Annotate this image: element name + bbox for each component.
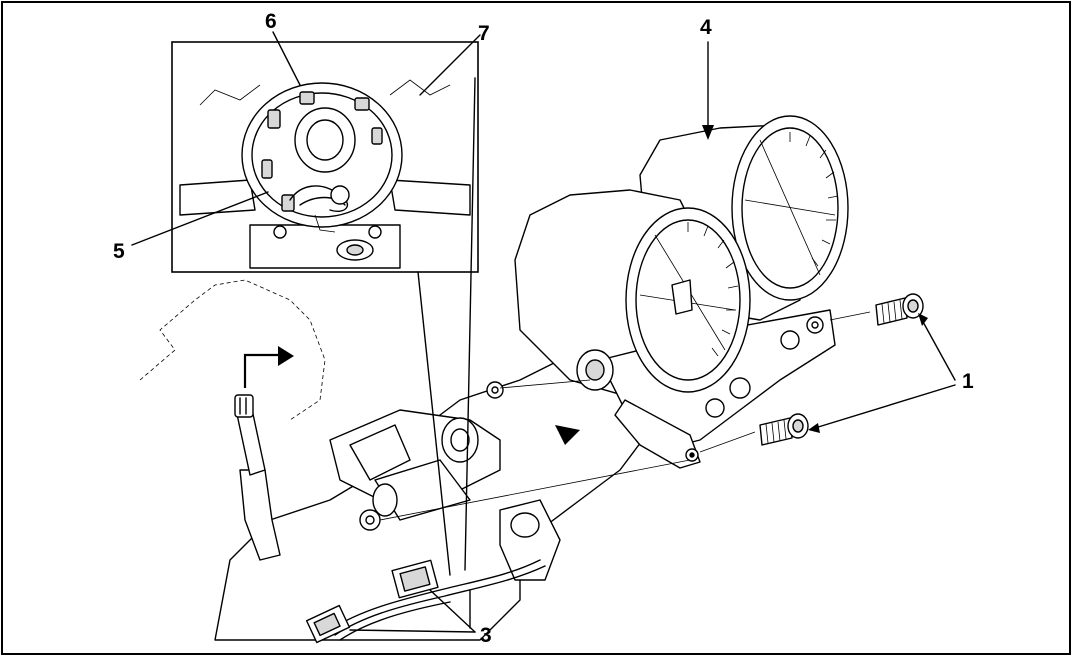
bolt-upper <box>875 293 924 326</box>
headlight-inset <box>171 41 479 273</box>
callout-5: 5 <box>113 240 125 263</box>
callout-1: 1 <box>962 370 974 393</box>
callout-4: 4 <box>700 16 712 39</box>
instrument-cluster <box>514 115 849 469</box>
callout-6: 6 <box>265 10 277 33</box>
mounting-bolts <box>759 293 924 446</box>
inset-leader <box>417 77 476 576</box>
fork-and-frame-illustration <box>139 279 651 641</box>
wiring-connectors <box>305 559 546 644</box>
callout-leaders <box>131 31 956 633</box>
bolt-lower <box>759 413 809 446</box>
callout-7: 7 <box>478 22 490 45</box>
callout-3: 3 <box>480 624 492 647</box>
alignment-lines <box>379 311 871 521</box>
